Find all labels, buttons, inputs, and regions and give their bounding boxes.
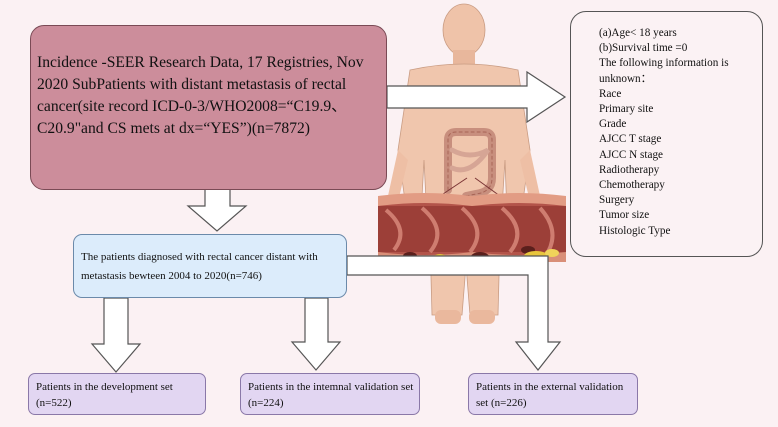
- development-set-text: Patients in the development set (n=522): [36, 381, 173, 409]
- exclusion-criteria-box: (a)Age< 18 years (b)Survival time =0 The…: [570, 11, 763, 257]
- study-cohort-text: The patients diagnosed with rectal cance…: [81, 251, 318, 282]
- exclusion-item: Grade: [599, 118, 627, 131]
- intestine-section-illustration: [378, 193, 566, 262]
- external-validation-box: Patients in the external validation set …: [468, 373, 638, 415]
- exclusion-age: (a)Age< 18 years: [599, 27, 677, 39]
- exclusion-item: Tumor size: [599, 209, 650, 222]
- development-set-box: Patients in the development set (n=522): [28, 373, 206, 415]
- internal-validation-box: Patients in the intemnal validation set …: [240, 373, 420, 415]
- internal-validation-text: Patients in the intemnal validation set …: [248, 381, 414, 409]
- study-cohort-box: The patients diagnosed with rectal cance…: [73, 234, 347, 298]
- exclusion-item: Histologic Type: [599, 224, 671, 237]
- arrow-to-external: [346, 255, 562, 371]
- arrow-to-development: [90, 297, 142, 373]
- source-population-box: Incidence -SEER Research Data, 17 Regist…: [30, 25, 387, 190]
- exclusion-item: Race: [599, 87, 622, 100]
- zoom-line: [439, 177, 468, 197]
- colon-illustration: [444, 128, 496, 200]
- exclusion-survival: (b)Survival time =0: [599, 42, 688, 55]
- exclusion-item: AJCC T stage: [599, 133, 662, 146]
- exclusion-item: Chemotherapy: [599, 179, 665, 192]
- exclusion-item: AJCC N stage: [599, 148, 664, 161]
- exclusion-item: Surgery: [599, 194, 635, 207]
- zoom-line: [474, 177, 501, 197]
- exclusion-unknown-header: The following information is unknown：: [599, 57, 729, 85]
- exclusion-item: Radiotherapy: [599, 163, 660, 176]
- source-population-text: Incidence -SEER Research Data, 17 Regist…: [37, 54, 364, 137]
- human-body-illustration: [386, 3, 542, 324]
- arrow-to-internal: [290, 297, 342, 371]
- exclusion-item: Primary site: [599, 103, 654, 116]
- external-validation-text: Patients in the external validation set …: [476, 381, 624, 409]
- arrow-to-exclusion: [386, 70, 567, 124]
